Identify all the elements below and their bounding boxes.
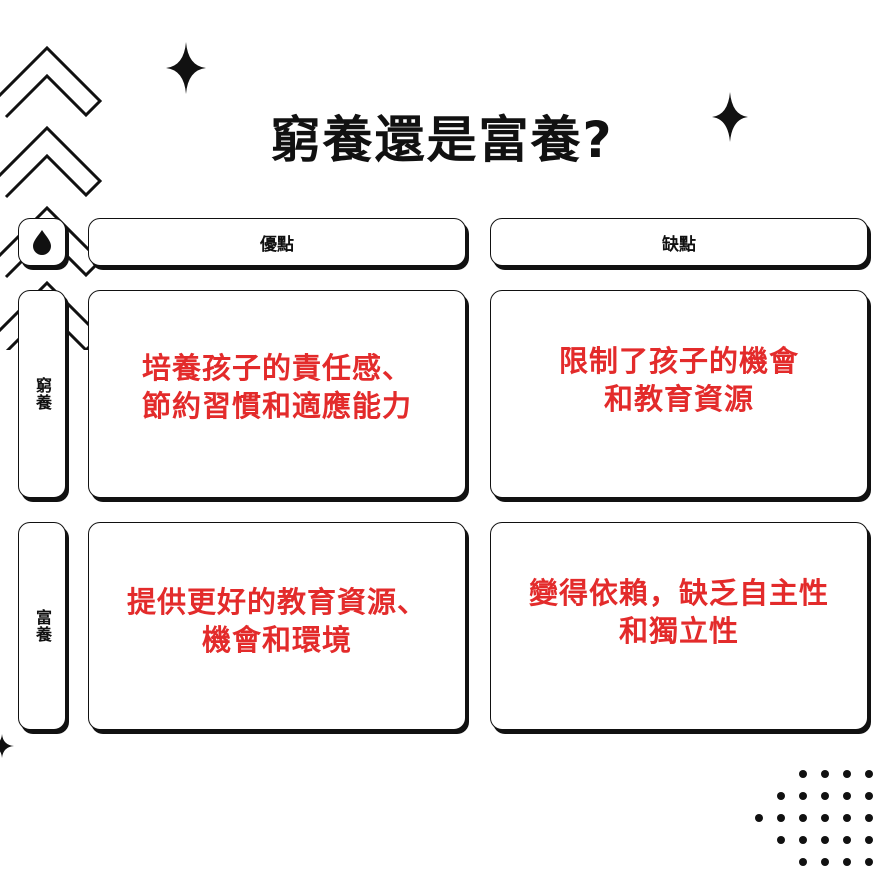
row-label-poor: 窮養 [18, 290, 66, 498]
cell-poor-pros: 培養孩子的責任感、 節約習慣和適應能力 [88, 290, 466, 498]
chevron-up-icon [0, 45, 103, 119]
row-label-text: 窮養 [33, 377, 52, 411]
cell-rich-pros: 提供更好的教育資源、 機會和環境 [88, 522, 466, 730]
chevron-up-icon [0, 125, 103, 199]
row-label-rich: 富養 [18, 522, 66, 730]
cell-text: 限制了孩子的機會 和教育資源 [558, 344, 799, 416]
cell-rich-cons: 變得依賴，缺乏自主性 和獨立性 [490, 522, 868, 730]
column-header-cons: 缺點 [490, 218, 868, 266]
cell-poor-cons: 限制了孩子的機會 和教育資源 [490, 290, 868, 498]
cell-text: 變得依賴，缺乏自主性 和獨立性 [528, 576, 829, 648]
row-label-text: 富養 [33, 609, 52, 643]
dot-pattern [755, 770, 873, 866]
sparkle-icon [712, 92, 748, 142]
column-header-pros: 優點 [88, 218, 466, 266]
sparkle-icon [0, 734, 14, 758]
drop-icon [33, 230, 51, 255]
sparkle-icon [166, 42, 206, 94]
column-header-label: 缺點 [662, 234, 696, 255]
page-title: 窮養還是富養? [270, 111, 614, 169]
corner-cell [18, 218, 66, 266]
column-header-label: 優點 [260, 234, 294, 255]
cell-text: 培養孩子的責任感、 節約習慣和適應能力 [141, 351, 412, 423]
cell-text: 提供更好的教育資源、 機會和環境 [126, 585, 427, 657]
